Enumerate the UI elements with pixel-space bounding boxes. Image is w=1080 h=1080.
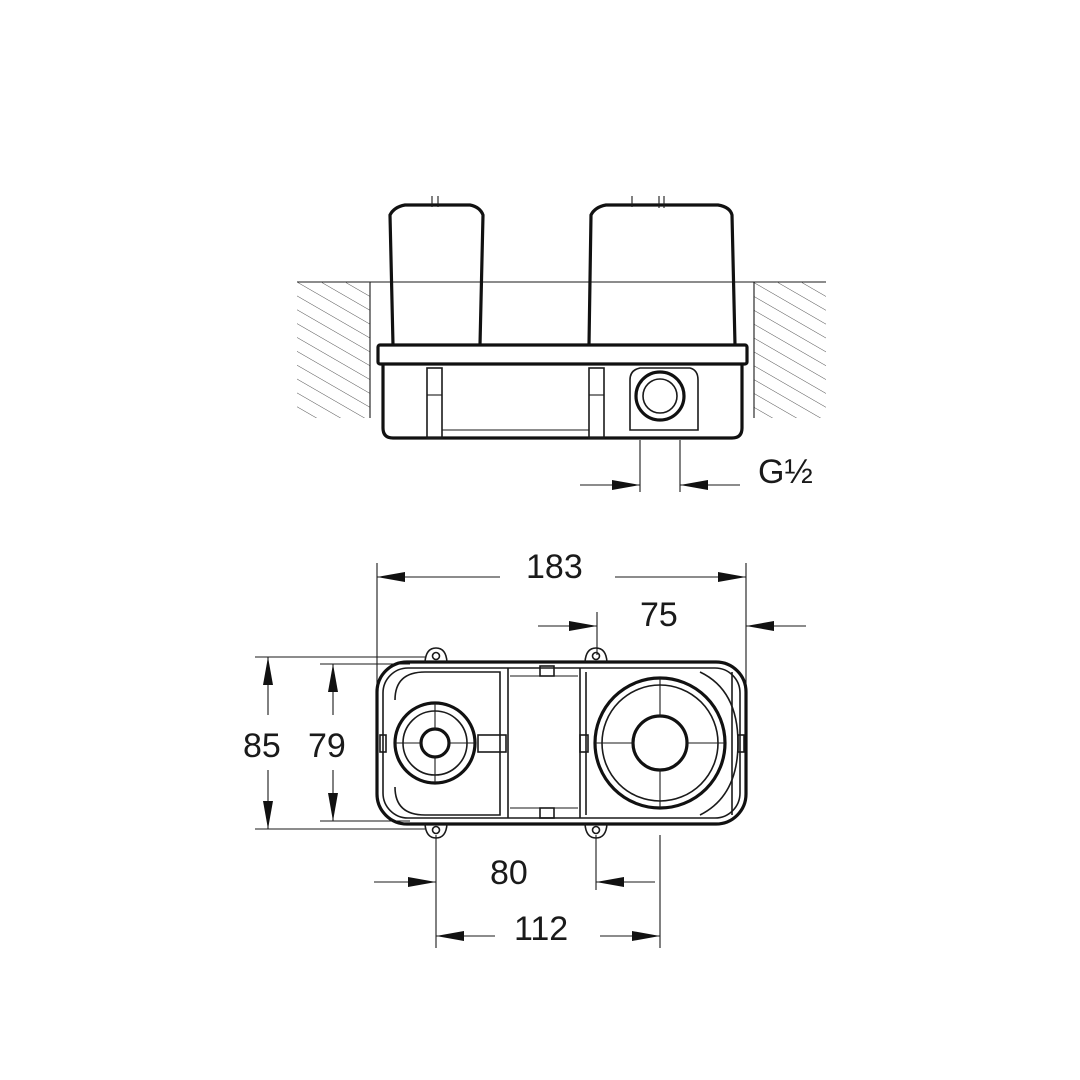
dim-height-inner-label: 79 xyxy=(308,727,346,765)
dim-spacing-mount: 80 xyxy=(374,854,655,892)
right-chamber xyxy=(379,671,745,816)
top-view: 183 75 85 79 xyxy=(243,548,806,948)
dim-offset-right-label: 75 xyxy=(640,596,678,634)
dim-width-total-label: 183 xyxy=(526,548,583,586)
dim-height-outer-label: 85 xyxy=(243,727,281,765)
wall-hatch-left xyxy=(297,282,370,418)
dim-height-outer: 85 xyxy=(243,657,281,829)
thread-dimension: G½ xyxy=(580,440,813,492)
dim-height-inner: 79 xyxy=(308,664,346,821)
dim-spacing-bottom: 112 xyxy=(436,910,660,948)
center-channel xyxy=(507,665,581,819)
valve-body xyxy=(381,364,744,440)
dim-width-total: 183 xyxy=(377,548,746,586)
side-view: G½ xyxy=(297,196,826,492)
wall-hatch-right xyxy=(754,282,826,418)
thread-label: G½ xyxy=(758,453,813,491)
housing-outline xyxy=(375,660,748,826)
left-chamber xyxy=(393,671,507,816)
flange-plate xyxy=(376,343,749,366)
dim-spacing-mount-label: 80 xyxy=(490,854,528,892)
left-cartridge-cap xyxy=(388,196,485,346)
mounting-ears xyxy=(424,647,608,839)
dim-spacing-bottom-label: 112 xyxy=(514,910,568,948)
right-cartridge-cap xyxy=(587,196,737,346)
dim-offset-right: 75 xyxy=(538,596,806,634)
